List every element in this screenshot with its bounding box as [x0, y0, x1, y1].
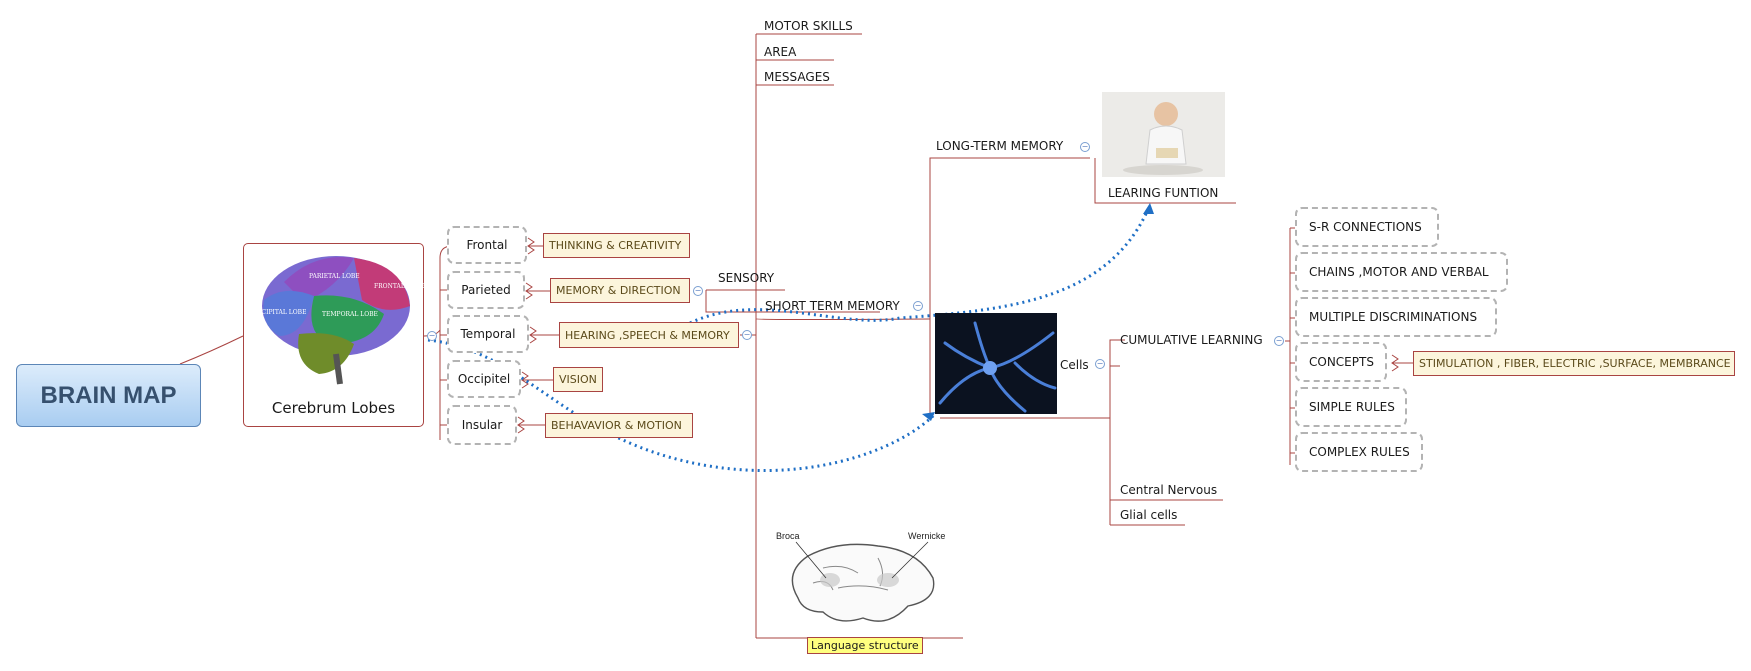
lobe-parieted[interactable]: Parieted — [447, 271, 525, 309]
brain-lobe-label-occipital: OCCIPITAL LOBE — [252, 309, 306, 316]
brain-lobe-label-parietal: PARIETAL LOBE — [309, 273, 360, 280]
collapse-toggle-icon[interactable]: − — [1080, 142, 1090, 152]
learning-function-label[interactable]: LEARING FUNTION — [1108, 186, 1219, 200]
item-multiple-discriminations[interactable]: MULTIPLE DISCRIMINATIONS — [1295, 297, 1497, 337]
branch-motor-skills[interactable]: MOTOR SKILLS — [764, 19, 853, 33]
brace-parieted — [525, 282, 533, 300]
branch-central-nervous[interactable]: Central Nervous — [1120, 483, 1218, 497]
root-topic[interactable]: BRAIN MAP — [16, 364, 201, 427]
broca-label: Broca — [776, 531, 800, 541]
note-concepts: STIMULATION , FIBER, ELECTRIC ,SURFACE, … — [1413, 351, 1735, 376]
note-behavior-motion: BEHAVAVIOR & MOTION — [545, 413, 693, 438]
stm-to-ltm-line — [929, 157, 1090, 418]
collapse-toggle-icon[interactable]: − — [693, 286, 703, 296]
brain-lobe-label-temporal: TEMPORAL LOBE — [322, 311, 378, 318]
collapse-toggle-icon[interactable]: − — [427, 331, 437, 341]
language-structure-label[interactable]: Language structure — [807, 637, 923, 654]
cerebrum-lobes-label: Cerebrum Lobes — [271, 399, 396, 417]
arrowhead-icon-2 — [1143, 203, 1154, 214]
brace-concepts — [1391, 354, 1399, 372]
item-sr-connections[interactable]: S-R CONNECTIONS — [1295, 207, 1439, 247]
note-thinking-creativity: THINKING & CREATIVITY — [543, 233, 690, 258]
lobe-to-note-lines — [518, 245, 562, 426]
neuron-image — [935, 313, 1057, 414]
brain-outline-image: Broca Wernicke — [768, 528, 958, 634]
branch-short-term-memory[interactable]: SHORT TERM MEMORY — [765, 299, 900, 313]
lobe-temporal[interactable]: Temporal — [447, 315, 529, 353]
brace-temporal — [529, 326, 537, 344]
branch-cells[interactable]: Cells — [1060, 358, 1089, 372]
note-memory-direction: MEMORY & DIRECTION — [550, 278, 690, 303]
brain-lobe-label-frontal: FRONTAL LOBE — [374, 283, 424, 290]
note-vision: VISION — [553, 367, 603, 392]
cerebrum-lobes-topic[interactable]: PARIETAL LOBE FRONTAL LOBE OCCIPITAL LOB… — [243, 243, 424, 427]
ltm-image-line — [1094, 158, 1236, 204]
branch-glial-cells[interactable]: Glial cells — [1120, 508, 1178, 522]
wernicke-label: Wernicke — [908, 531, 945, 541]
collapse-toggle-icon[interactable]: − — [1274, 336, 1284, 346]
lobe-occipitel[interactable]: Occipitel — [447, 360, 521, 398]
brace-insular — [517, 416, 525, 434]
item-complex-rules[interactable]: COMPLEX RULES — [1295, 432, 1423, 472]
branch-area[interactable]: AREA — [764, 45, 797, 59]
branch-sensory[interactable]: SENSORY — [718, 271, 775, 285]
item-concepts[interactable]: CONCEPTS — [1295, 342, 1387, 382]
relationship-memory-to-learning — [689, 204, 1152, 325]
root-title: BRAIN MAP — [40, 381, 177, 409]
branch-long-term-memory[interactable]: LONG-TERM MEMORY — [936, 139, 1064, 153]
item-simple-rules[interactable]: SIMPLE RULES — [1295, 387, 1407, 427]
arrowhead-icon — [922, 412, 935, 421]
brain-lobes-image: PARIETAL LOBE FRONTAL LOBE OCCIPITAL LOB… — [252, 256, 424, 385]
baby-reading-image — [1102, 92, 1225, 177]
cells-children-line — [1109, 339, 1223, 526]
item-chains-motor-verbal[interactable]: CHAINS ,MOTOR AND VERBAL — [1295, 252, 1508, 292]
brace-occipitel — [521, 371, 529, 389]
branch-messages[interactable]: MESSAGES — [764, 70, 830, 84]
collapse-toggle-icon[interactable]: − — [913, 301, 923, 311]
sensory-line — [705, 289, 880, 313]
lobe-frontal[interactable]: Frontal — [447, 226, 527, 264]
note-hearing-speech-memory: HEARING ,SPEECH & MEMORY — [559, 322, 739, 348]
brace-frontal — [527, 237, 535, 255]
lobe-insular[interactable]: Insular — [447, 405, 517, 445]
root-to-lobes-line — [179, 335, 244, 365]
collapse-toggle-icon[interactable]: − — [742, 330, 752, 340]
collapse-toggle-icon[interactable]: − — [1095, 359, 1105, 369]
branch-cumulative-learning[interactable]: CUMULATIVE LEARNING — [1120, 333, 1263, 347]
